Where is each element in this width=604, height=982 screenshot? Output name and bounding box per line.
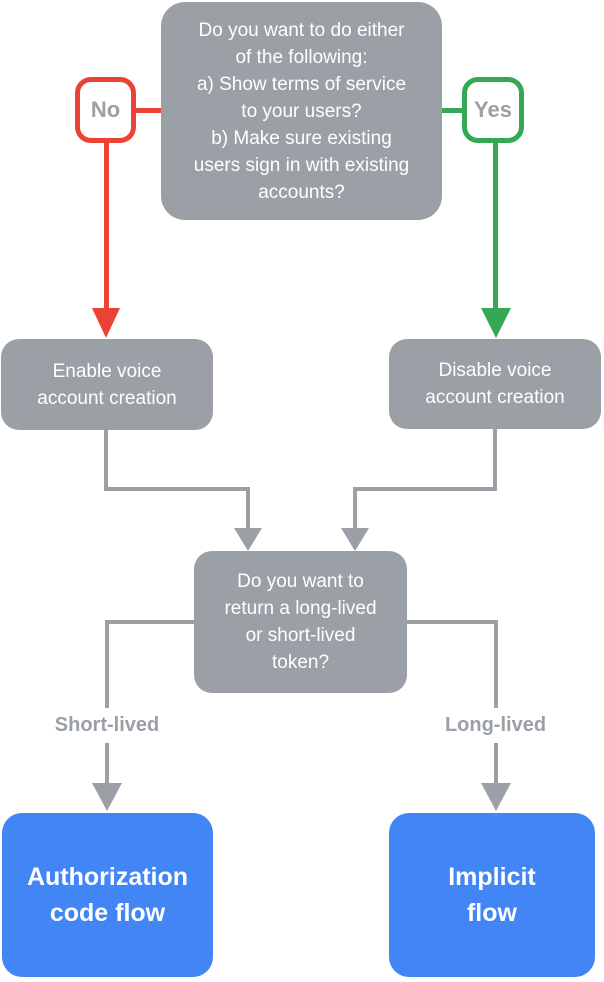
- implicit-flow-node: Implicit flow: [389, 813, 595, 977]
- disable-exit-line: [493, 429, 497, 489]
- disable-drop-line: [353, 489, 357, 530]
- yes-badge: Yes: [462, 77, 524, 143]
- yes-arrow-down-icon: [481, 308, 511, 338]
- disable-voice-account-creation-node: Disable voice account creation: [389, 339, 601, 429]
- yes-branch-horizontal-line: [442, 108, 462, 113]
- short-lived-arrow-down-icon: [92, 783, 122, 811]
- long-lived-vertical-line: [494, 620, 498, 785]
- enable-voice-account-creation-node: Enable voice account creation: [1, 339, 213, 430]
- disable-merge-line: [353, 487, 497, 491]
- enable-exit-line: [104, 430, 108, 489]
- no-branch-horizontal-line: [136, 108, 161, 113]
- long-lived-arrow-down-icon: [481, 783, 511, 811]
- no-arrow-down-icon: [92, 308, 120, 338]
- enable-arrow-down-icon: [234, 528, 262, 551]
- no-branch-vertical-line: [104, 140, 109, 310]
- short-lived-horizontal-line: [105, 620, 194, 624]
- no-badge: No: [75, 77, 136, 143]
- yes-branch-vertical-line: [493, 140, 498, 310]
- disable-arrow-down-icon: [341, 528, 369, 551]
- short-lived-label: Short-lived: [22, 708, 192, 743]
- short-lived-vertical-line: [105, 620, 109, 785]
- terms-of-service-question-node: Do you want to do either of the followin…: [161, 2, 442, 220]
- enable-drop-line: [246, 489, 250, 530]
- authorization-code-flow-node: Authorization code flow: [2, 813, 213, 977]
- long-lived-horizontal-line: [407, 620, 498, 624]
- token-lifetime-question-node: Do you want to return a long-lived or sh…: [194, 551, 407, 693]
- enable-merge-line: [104, 487, 250, 491]
- long-lived-label: Long-lived: [411, 708, 580, 743]
